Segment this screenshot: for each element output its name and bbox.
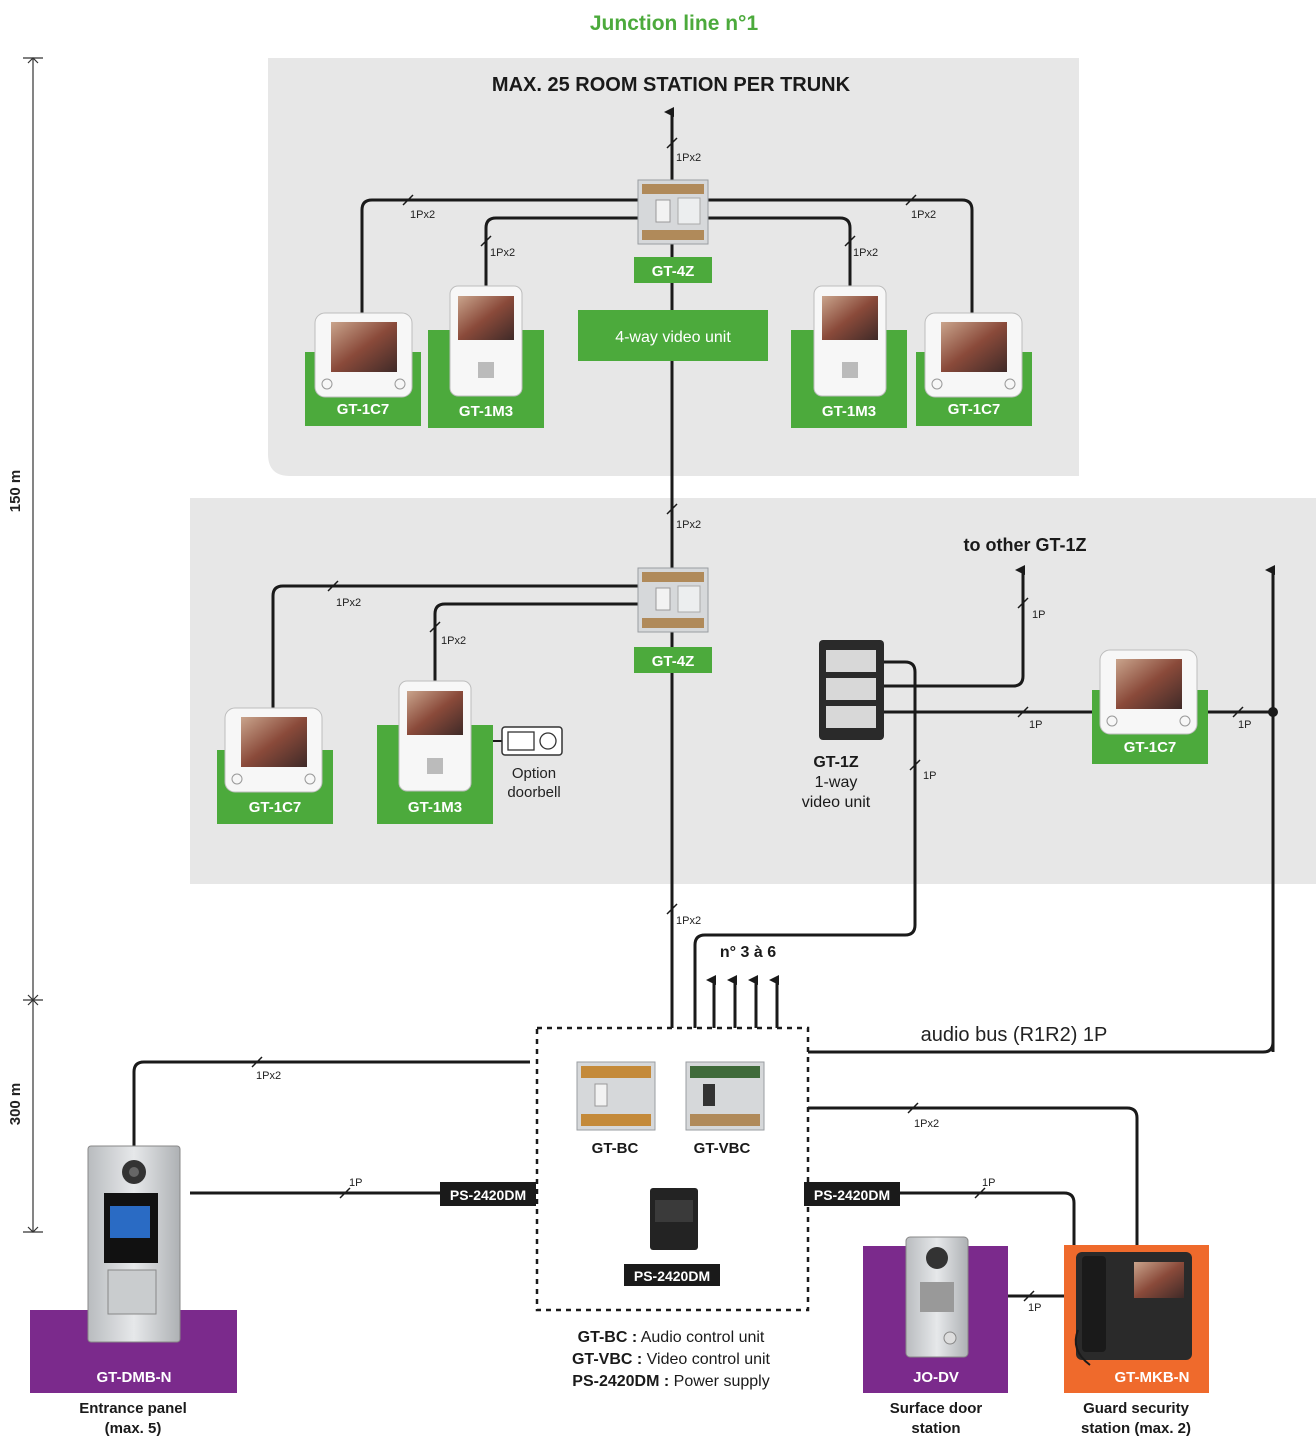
wire-label-top-left-outer: 1Px2	[410, 209, 435, 221]
wire-label-trunk-mid: 1Px2	[676, 519, 701, 531]
gt-1z-name: GT-1Z	[813, 754, 859, 771]
gt-4z-top-label: GT-4Z	[652, 263, 695, 280]
gt-bc-label: GT-BC	[592, 1140, 639, 1157]
station-mid3-monitor	[1099, 649, 1198, 735]
legend-line-3: PS-2420DM : Power supply	[572, 1373, 769, 1390]
gt-4z-top-unit	[637, 179, 709, 245]
gt-1z-desc-1: 1-way	[815, 774, 858, 791]
wire-label-top-right-outer: 1Px2	[911, 209, 936, 221]
wire-label-mkb-top: 1Px2	[914, 1118, 939, 1130]
scale-150m: 150 m	[7, 470, 24, 513]
legend-val-3: Power supply	[669, 1373, 770, 1390]
gt-mkb-station	[1074, 1252, 1192, 1366]
gt-4z-middle-tag	[634, 647, 712, 673]
panel-top-title: MAX. 25 ROOM STATION PER TRUNK	[492, 74, 851, 96]
gt-bc-unit	[576, 1061, 656, 1131]
gt-mkb-label: GT-MKB-N	[1115, 1369, 1190, 1386]
legend-key-3: PS-2420DM :	[572, 1373, 669, 1390]
ps-center-tag	[624, 1264, 720, 1286]
doorbell-icon	[501, 726, 563, 756]
wire-label-trunk-low: 1Px2	[676, 915, 701, 927]
jo-dv-caption-1: Surface door	[890, 1400, 983, 1417]
station-top4-monitor	[924, 312, 1023, 398]
station-mid2-label: GT-1M3	[408, 799, 462, 816]
option-label-1: Option	[512, 765, 556, 782]
legend-key-1: GT-BC :	[578, 1329, 638, 1346]
gt-4z-middle-unit	[637, 567, 709, 633]
wire-label-gt1z-out: 1P	[1029, 719, 1042, 731]
gt-vbc-unit	[685, 1061, 765, 1131]
gt-4z-desc-box	[578, 310, 768, 361]
scale-300m: 300 m	[7, 1083, 24, 1126]
station-mid1-monitor	[224, 707, 323, 793]
jo-dv-panel	[905, 1236, 969, 1358]
gt-4z-middle-label: GT-4Z	[652, 653, 695, 670]
legend-line-1: GT-BC : Audio control unit	[578, 1329, 765, 1346]
wire-label-dmb-top: 1Px2	[256, 1070, 281, 1082]
station-mid1-label: GT-1C7	[249, 799, 302, 816]
station-top1-label: GT-1C7	[337, 401, 390, 418]
gt-4z-desc: 4-way video unit	[615, 329, 731, 346]
to-other-label: to other GT-1Z	[964, 535, 1087, 555]
wire-label-top-left-inner: 1Px2	[490, 247, 515, 259]
station-mid3-label: GT-1C7	[1124, 739, 1177, 756]
station-top2-monitor	[449, 285, 523, 397]
gt-1z-unit	[819, 640, 884, 740]
legend-val-1: Audio control unit	[637, 1329, 765, 1346]
station-mid2-monitor	[398, 680, 472, 792]
gt-1z-desc-2: video unit	[802, 794, 871, 811]
gt-dmb-caption-2: (max. 5)	[105, 1420, 162, 1437]
wire-label-to-other: 1P	[1032, 609, 1045, 621]
wire-label-dmb-power: 1P	[349, 1177, 362, 1189]
legend-val-2: Video control unit	[642, 1351, 770, 1368]
gt-dmb-panel	[87, 1145, 181, 1343]
wire-label-gt1c7-right: 1P	[1238, 719, 1251, 731]
header-title: Junction line n°1	[590, 12, 759, 35]
wire-label-mkb-power: 1P	[982, 1177, 995, 1189]
numbers-label: n° 3 à 6	[720, 944, 776, 961]
ps-left-tag	[440, 1182, 536, 1206]
scale-bar	[23, 57, 43, 1233]
wire-label-mid-left-inner: 1Px2	[441, 635, 466, 647]
jo-dv-label: JO-DV	[913, 1369, 959, 1386]
station-top3-monitor	[813, 285, 887, 397]
wire-label-mid-left-outer: 1Px2	[336, 597, 361, 609]
wire-label-gt1z-down: 1P	[923, 770, 936, 782]
station-top4-label: GT-1C7	[948, 401, 1001, 418]
station-top1-monitor	[314, 312, 413, 398]
ps-right-label: PS-2420DM	[814, 1187, 890, 1203]
wire-label-trunk-top: 1Px2	[676, 152, 701, 164]
wire-slashes	[251, 137, 1244, 1302]
station-top2-label: GT-1M3	[459, 403, 513, 420]
gt-mkb-caption-1: Guard security	[1083, 1400, 1190, 1417]
legend-line-2: GT-VBC : Video control unit	[572, 1351, 771, 1368]
legend-key-2: GT-VBC :	[572, 1351, 642, 1368]
station-top3-label: GT-1M3	[822, 403, 876, 420]
audio-bus-label: audio bus (R1R2) 1P	[921, 1024, 1108, 1046]
control-box	[535, 1026, 810, 1312]
ps-2420dm-unit	[650, 1188, 698, 1250]
gt-mkb-caption-2: station (max. 2)	[1081, 1420, 1191, 1437]
ps-center-label: PS-2420DM	[634, 1268, 710, 1284]
gt-dmb-label: GT-DMB-N	[97, 1369, 172, 1386]
ps-left-label: PS-2420DM	[450, 1187, 526, 1203]
gt-dmb-caption-1: Entrance panel	[79, 1400, 187, 1417]
jo-dv-caption-2: station	[911, 1420, 960, 1437]
ps-right-tag	[804, 1182, 900, 1206]
wire-label-jodv: 1P	[1028, 1302, 1041, 1314]
gt-vbc-label: GT-VBC	[694, 1140, 751, 1157]
option-label-2: doorbell	[507, 784, 560, 801]
wiring	[132, 107, 1278, 1298]
gt-4z-top-tag	[634, 257, 712, 283]
wire-label-top-right-inner: 1Px2	[853, 247, 878, 259]
